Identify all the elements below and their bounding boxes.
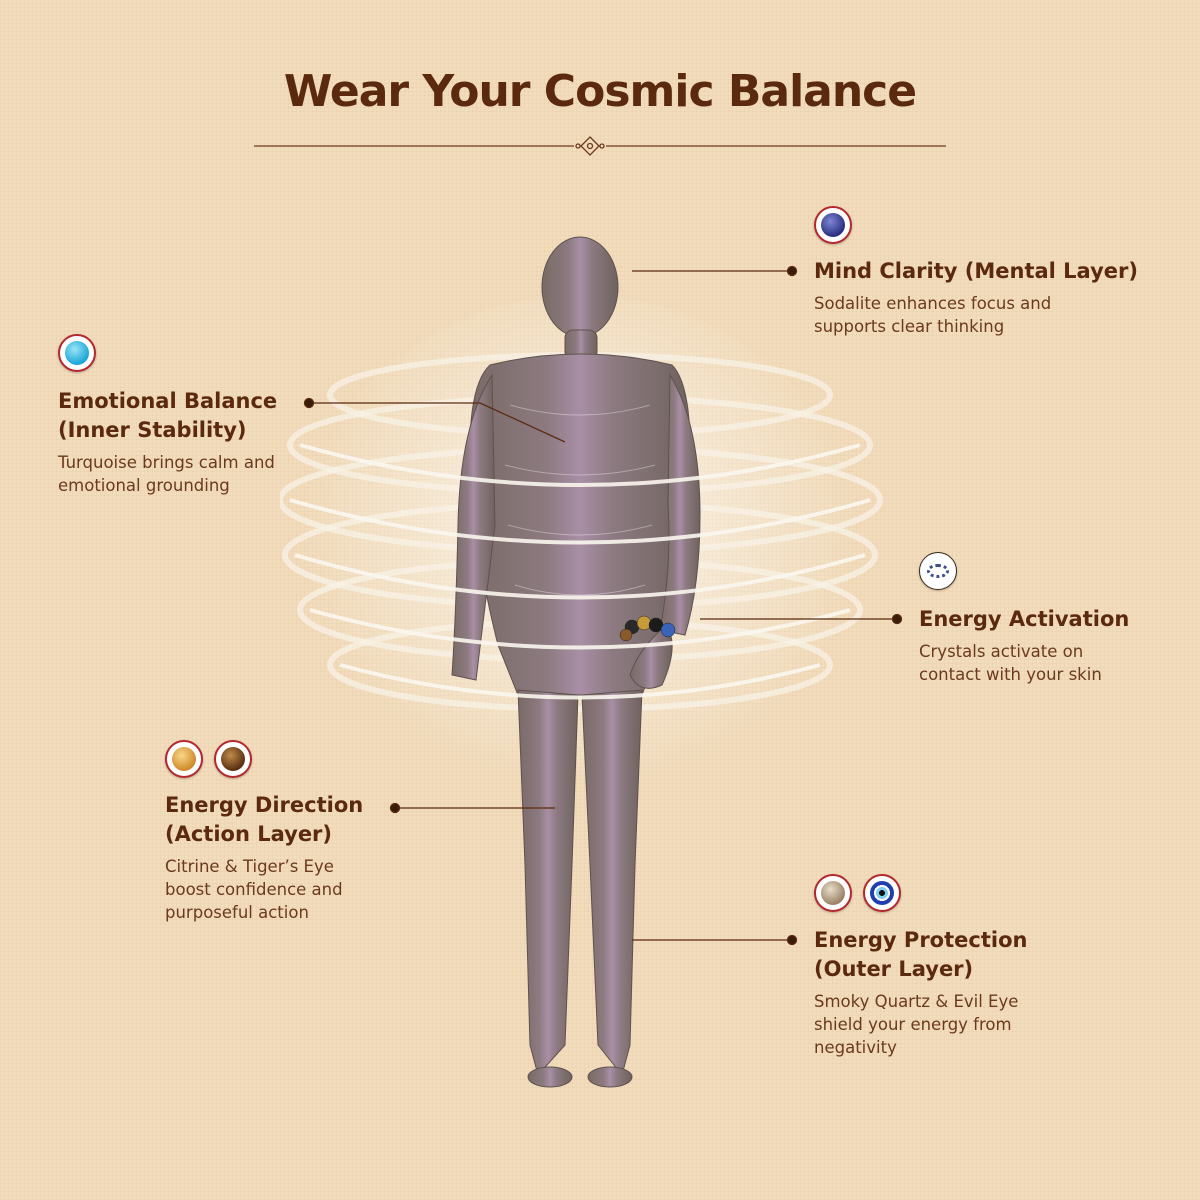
description-line: supports clear thinking [814, 317, 1005, 336]
smoky-quartz-icon [814, 874, 852, 912]
description-line: Sodalite enhances focus and [814, 294, 1052, 313]
description-line: boost confidence and [165, 880, 343, 899]
heading-line: Energy Direction [165, 793, 364, 817]
heading-line: (Action Layer) [165, 822, 333, 846]
evil-eye-icon [863, 874, 901, 912]
ornamental-divider [254, 136, 946, 156]
callout-energy-activation: Energy Activation Crystals activate on c… [919, 605, 1189, 686]
description-line: purposeful action [165, 903, 309, 922]
callout-heading: Emotional Balance (Inner Stability) [58, 387, 318, 445]
callout-description: Sodalite enhances focus and supports cle… [814, 292, 1154, 338]
turquoise-icon [58, 334, 96, 372]
citrine-icon [165, 740, 203, 778]
heading-line: (Inner Stability) [58, 418, 247, 442]
heading-line: Emotional Balance [58, 389, 278, 413]
callout-description: Smoky Quartz & Evil Eye shield your ener… [814, 990, 1094, 1059]
description-line: contact with your skin [919, 665, 1102, 684]
heading-line: Energy Protection [814, 928, 1028, 952]
callout-emotional-balance: Emotional Balance (Inner Stability) Turq… [58, 387, 318, 497]
sodalite-icon [814, 206, 852, 244]
description-line: shield your energy from [814, 1015, 1012, 1034]
callout-description: Turquoise brings calm and emotional grou… [58, 451, 318, 497]
callout-heading: Energy Activation [919, 607, 1130, 631]
page-title: Wear Your Cosmic Balance [283, 66, 917, 117]
callout-heading: Energy Direction (Action Layer) [165, 791, 405, 849]
bracelet-icon [919, 552, 957, 590]
callout-mind-clarity: Mind Clarity (Mental Layer) Sodalite enh… [814, 257, 1154, 338]
description-line: Crystals activate on [919, 642, 1084, 661]
description-line: Citrine & Tiger’s Eye [165, 857, 334, 876]
callout-heading: Mind Clarity (Mental Layer) [814, 259, 1138, 283]
callout-heading: Energy Protection (Outer Layer) [814, 926, 1094, 984]
human-energy-figure [280, 236, 883, 1088]
callout-energy-protection: Energy Protection (Outer Layer) Smoky Qu… [814, 926, 1094, 1059]
description-line: Turquoise brings calm and [58, 453, 275, 472]
callout-description: Citrine & Tiger’s Eye boost confidence a… [165, 855, 405, 924]
tigers-eye-icon [214, 740, 252, 778]
description-line: negativity [814, 1038, 897, 1057]
callout-energy-direction: Energy Direction (Action Layer) Citrine … [165, 791, 405, 924]
description-line: Smoky Quartz & Evil Eye [814, 992, 1019, 1011]
heading-line: (Outer Layer) [814, 957, 974, 981]
callout-description: Crystals activate on contact with your s… [919, 640, 1189, 686]
description-line: emotional grounding [58, 476, 230, 495]
